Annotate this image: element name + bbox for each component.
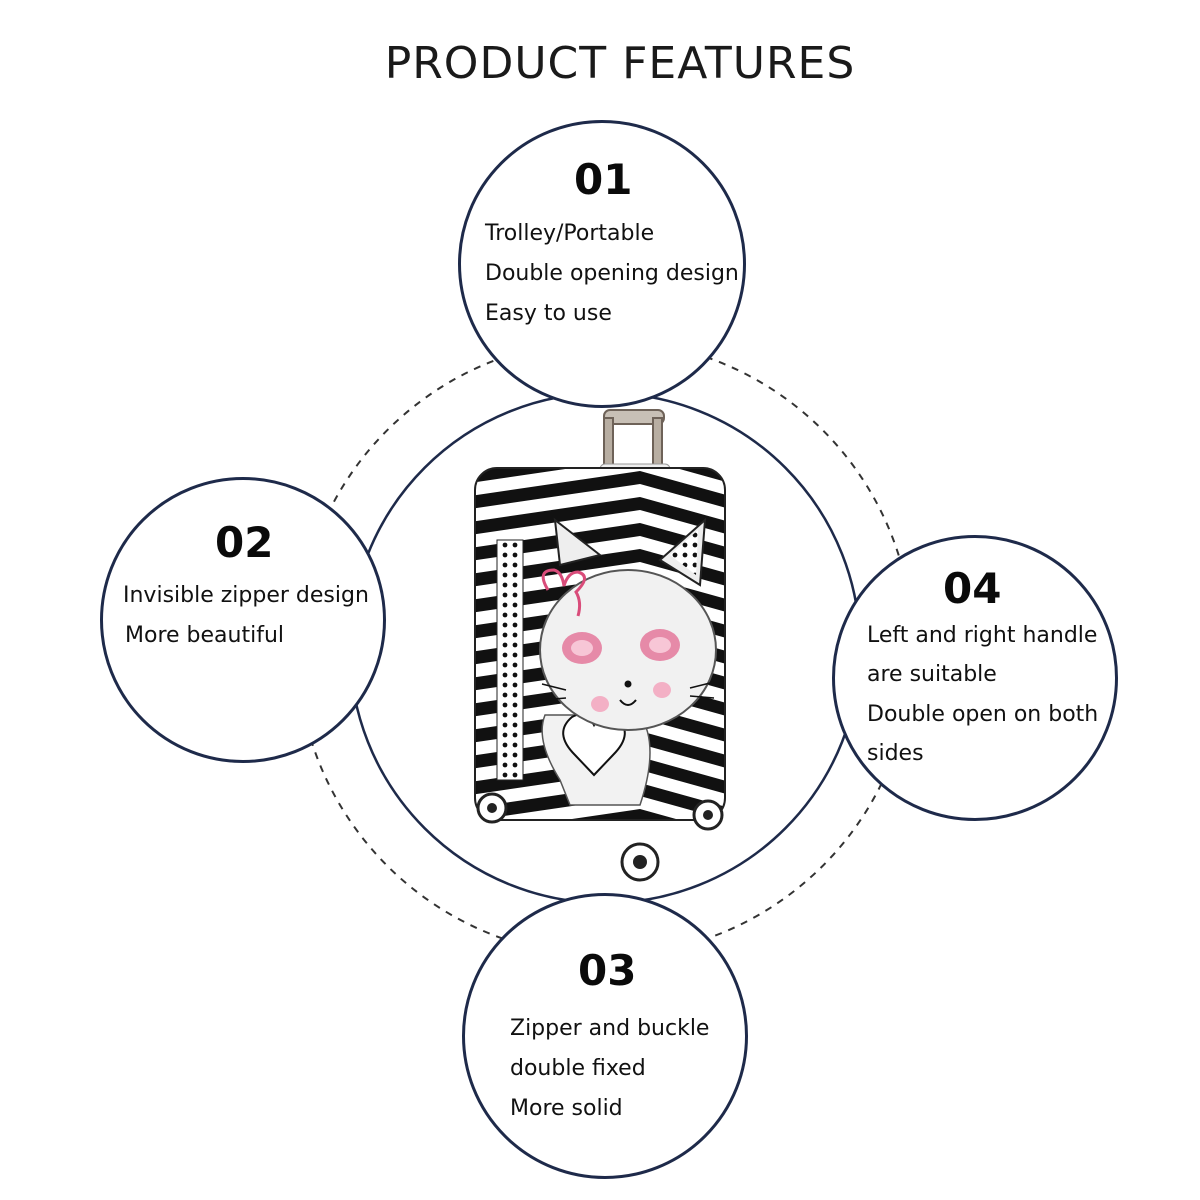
feature-line: Easy to use	[485, 301, 612, 326]
cover-stripe	[475, 471, 725, 509]
cover-stripe	[475, 523, 725, 561]
feature-line: Double opening design	[485, 261, 739, 286]
feature-number: 01	[574, 155, 633, 204]
feature-line: More solid	[510, 1096, 623, 1121]
cover-stripe	[470, 835, 730, 873]
luggage-cover-cat-illustration	[470, 409, 730, 882]
cover-stripe	[470, 419, 730, 457]
feature-line: Double open on both	[867, 702, 1099, 727]
feature-line: double fixed	[510, 1056, 646, 1081]
cat-figure	[539, 517, 717, 806]
cover-stripe	[475, 731, 725, 769]
feature-circle-04: 04 Left and right handle are suitable Do…	[832, 535, 1118, 821]
feature-number: 03	[578, 946, 637, 995]
feature-line: sides	[867, 741, 924, 766]
bow-icon	[541, 568, 586, 617]
feature-circle-01: 01 Trolley/Portable Double opening desig…	[458, 120, 746, 408]
dotted-zipper-seam	[496, 539, 524, 781]
feature-number: 04	[943, 564, 1002, 613]
cover-stripe	[475, 809, 725, 820]
feature-line: More beautiful	[125, 623, 284, 648]
cover-stripe	[475, 757, 725, 795]
feature-number: 02	[215, 518, 274, 567]
feature-line: Left and right handle	[867, 623, 1098, 648]
cat-head	[539, 569, 717, 731]
feature-line: Trolley/Portable	[485, 221, 655, 246]
feature-line: Zipper and buckle	[510, 1016, 710, 1041]
feature-circle-02: 02 Invisible zipper design More beautifu…	[100, 477, 386, 763]
page-title: PRODUCT FEATURES	[384, 38, 856, 89]
wheels	[476, 792, 724, 882]
heart-pattern	[562, 713, 626, 777]
feature-circle-03: 03 Zipper and buckle double fixed More s…	[462, 893, 748, 1179]
cover-stripe	[475, 497, 725, 535]
feature-line: are suitable	[867, 662, 997, 687]
feature-line: Invisible zipper design	[123, 583, 369, 608]
cover-stripe	[475, 783, 725, 820]
